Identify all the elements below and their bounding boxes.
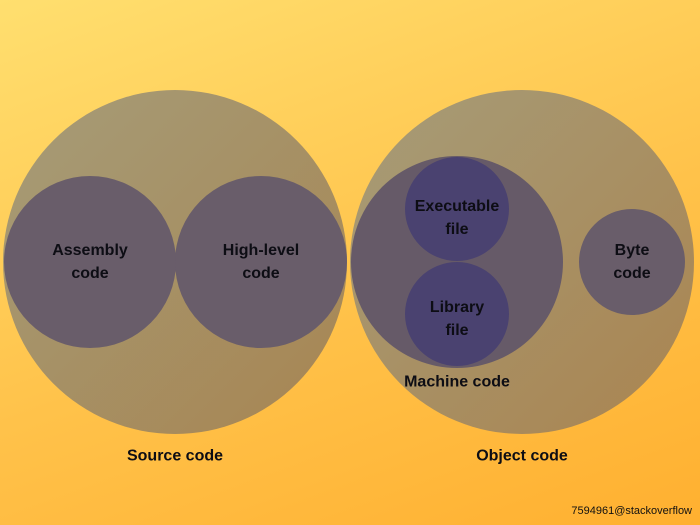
byte-code-label-line-2: code (613, 265, 651, 282)
assembly-code-label-line-2: code (71, 265, 109, 282)
assembly-code-label-line-1: Assembly (52, 242, 128, 259)
high-level-code-circle (175, 176, 347, 348)
assembly-code-circle (4, 176, 176, 348)
library-file-label: Library file (430, 296, 484, 342)
executable-file-label-line-2: file (445, 221, 469, 238)
high-level-code-label-line-2: code (242, 265, 280, 282)
library-file-label-line-2: file (445, 322, 469, 339)
byte-code-label: Byte code (613, 239, 650, 285)
high-level-code-label-line-1: High-level (222, 242, 300, 259)
executable-file-label: Executable file (415, 195, 499, 241)
high-level-code-label: High-level code (223, 239, 299, 285)
library-file-circle (405, 262, 509, 366)
credit-text: 7594961@stackoverflow (571, 505, 692, 517)
object-code-label: Object code (476, 447, 568, 465)
executable-file-label-line-1: Executable (414, 198, 500, 215)
source-code-label: Source code (126, 447, 224, 465)
library-file-label-line-1: Library (429, 299, 485, 316)
byte-code-circle (579, 209, 685, 315)
executable-file-circle (405, 157, 509, 261)
assembly-code-label: Assembly code (52, 239, 128, 285)
machine-code-label: Machine code (404, 373, 510, 391)
byte-code-label-line-1: Byte (614, 242, 650, 259)
